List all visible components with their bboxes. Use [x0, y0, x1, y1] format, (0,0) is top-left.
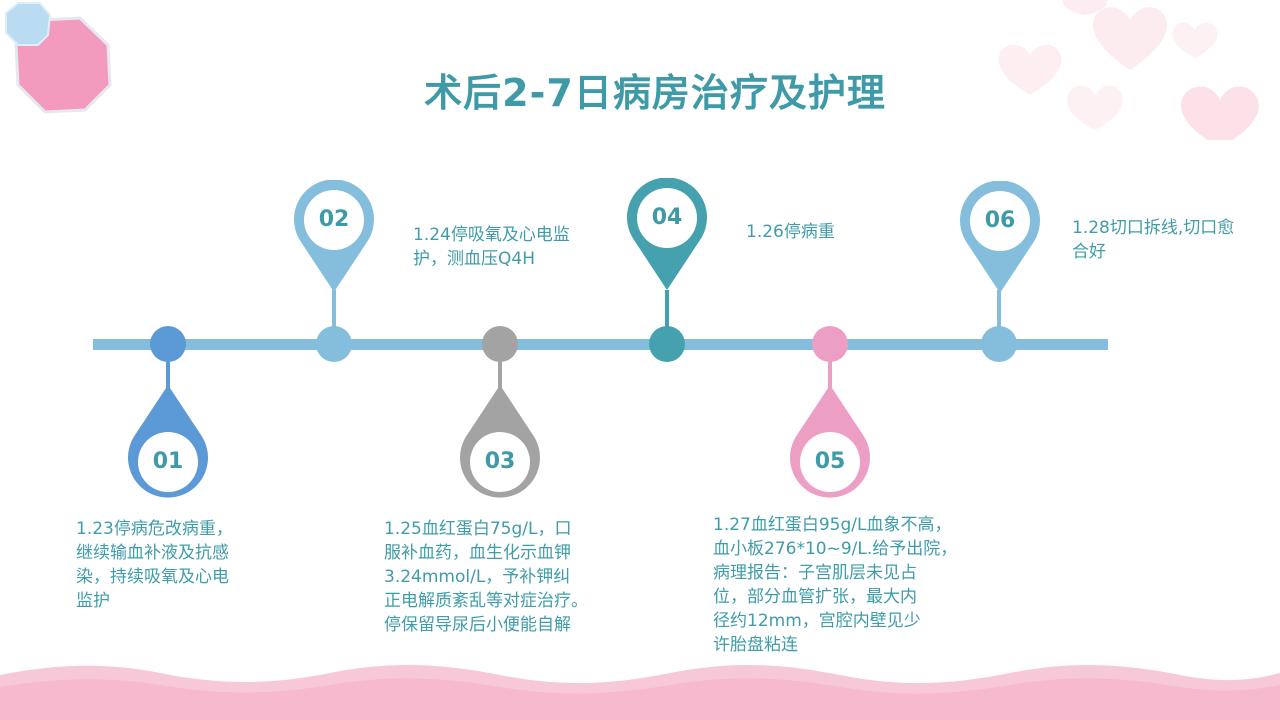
pin-marker-06: 06: [955, 181, 1045, 301]
pin-number-03: 03: [484, 449, 516, 474]
stem-03: [498, 355, 502, 395]
stem-04: [665, 290, 669, 330]
step-text-01: 1.23停病危改病重， 继续输血补液及抗感 染，持续吸氧及心电 监护: [76, 517, 276, 613]
step-text-02: 1.24停吸氧及心电监 护，测血压Q4H: [413, 223, 613, 271]
page-title: 术后2-7日病房治疗及护理: [424, 71, 886, 115]
pin-marker-03: 03: [455, 385, 545, 505]
pin-number-06: 06: [984, 208, 1016, 233]
pin-number-04: 04: [651, 205, 683, 230]
step-text-06-content: 1.28切口拆线,切口愈 合好: [1072, 218, 1235, 262]
step-text-01-content: 1.23停病危改病重， 继续输血补液及抗感 染，持续吸氧及心电 监护: [76, 519, 233, 611]
stem-05: [828, 355, 832, 395]
timeline-dot-02: [316, 326, 352, 362]
pin-marker-02: 02: [289, 180, 379, 300]
stem-06: [997, 290, 1001, 330]
timeline-dot-04: [649, 326, 685, 362]
pink-octagon-decoration: [5, 2, 112, 114]
step-text-03: 1.25血红蛋白75g/L，口 服补血药，血生化示血钾 3.24mmol/L，予…: [384, 517, 634, 637]
timeline-dot-01: [150, 326, 186, 362]
step-text-02-content: 1.24停吸氧及心电监 护，测血压Q4H: [413, 225, 570, 269]
step-text-03-content: 1.25血红蛋白75g/L，口 服补血药，血生化示血钾 3.24mmol/L，予…: [384, 519, 588, 635]
pin-marker-04: 04: [622, 178, 712, 298]
timeline-dot-03: [482, 326, 518, 362]
pin-number-05: 05: [814, 449, 846, 474]
step-text-04-content: 1.26停病重: [746, 222, 835, 242]
step-text-06: 1.28切口拆线,切口愈 合好: [1072, 216, 1272, 264]
pin-marker-01: 01: [123, 385, 213, 505]
timeline-dot-06: [981, 326, 1017, 362]
step-text-05-content: 1.27血红蛋白95g/L血象不高， 血小板276*10~9/L.给予出院， 病…: [713, 515, 958, 655]
timeline-dot-05: [812, 326, 848, 362]
timeline-bar: [93, 339, 1108, 350]
pin-number-02: 02: [318, 207, 350, 232]
pin-number-01: 01: [152, 449, 184, 474]
step-text-04: 1.26停病重: [746, 220, 946, 244]
heart-decorations: [998, 0, 1259, 140]
stem-02: [332, 290, 336, 330]
pin-marker-05: 05: [785, 385, 875, 505]
step-text-05: 1.27血红蛋白95g/L血象不高， 血小板276*10~9/L.给予出院， 病…: [713, 513, 993, 657]
bottom-wave-decoration: [0, 664, 1280, 720]
stem-01: [166, 355, 170, 395]
